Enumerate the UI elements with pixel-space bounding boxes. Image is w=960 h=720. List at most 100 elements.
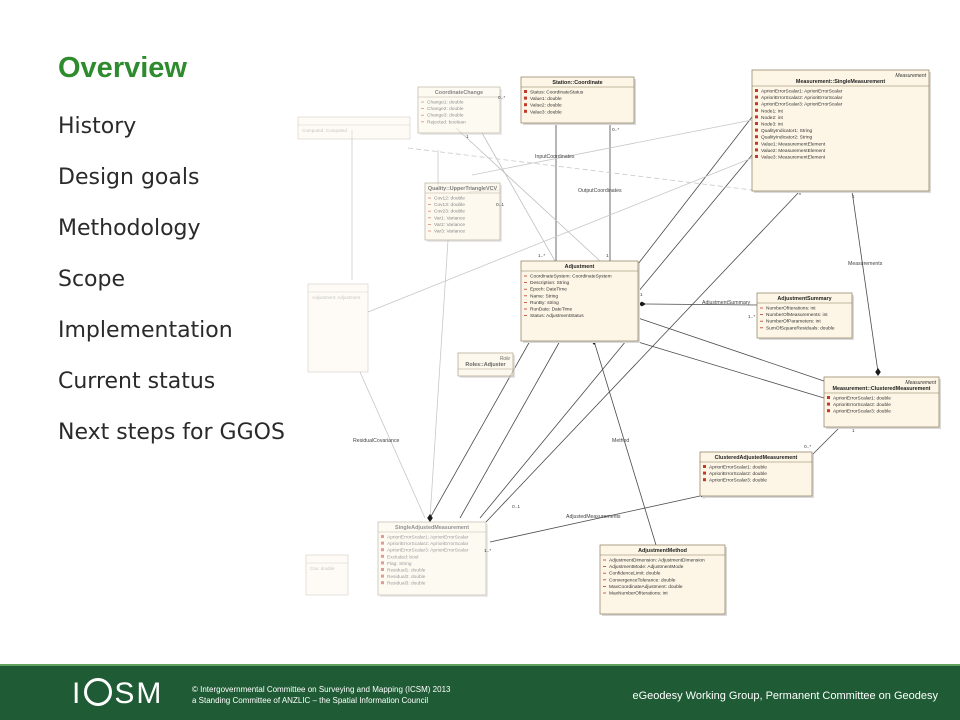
association-label: Measurements bbox=[848, 261, 883, 267]
class-title: AdjustmentMethod bbox=[638, 548, 687, 554]
attr-marker bbox=[381, 535, 384, 538]
association-label: AdjustmentSummary bbox=[702, 300, 751, 306]
attr-marker bbox=[755, 122, 758, 125]
multiplicity-label: 1 bbox=[640, 292, 643, 298]
class-attribute: Cov23: double bbox=[434, 209, 465, 215]
class-attribute: AprioriErrorScalar3: AprioriErrorScalar bbox=[387, 548, 469, 554]
bullet-list: History Design goals Methodology Scope I… bbox=[58, 108, 285, 465]
class-attribute: AprioriErrorScalar1: AprioriErrorScalar bbox=[387, 535, 469, 541]
association-label: Method bbox=[612, 438, 629, 444]
class-stereotype: Role bbox=[500, 356, 511, 362]
attr-marker bbox=[755, 141, 758, 145]
class-attribute: Residual2: double bbox=[387, 574, 426, 580]
slide-title: Overview bbox=[58, 52, 187, 84]
class-attribute: AprioriErrorScalar1: AprioriErrorScalar bbox=[761, 89, 843, 95]
class-title: CoordinateChange bbox=[435, 90, 483, 96]
bullet-current-status: Current status bbox=[58, 369, 216, 394]
attr-marker bbox=[381, 554, 384, 558]
multiplicity-label: 1 bbox=[852, 194, 855, 200]
attr-marker bbox=[381, 568, 384, 571]
multiplicity-label: 1..* bbox=[748, 314, 755, 320]
class-title: Measurement::ClusteredMeasurement bbox=[833, 386, 931, 392]
class-title: SingleAdjustedMeasurement bbox=[395, 525, 469, 531]
attr-marker bbox=[524, 96, 527, 100]
multiplicity-label: 1 bbox=[606, 253, 609, 259]
class-attribute: SumOfSquareResiduals: double bbox=[766, 325, 835, 331]
attr-marker bbox=[755, 95, 758, 99]
class-title: Roles::Adjuster bbox=[465, 362, 506, 368]
attr-marker bbox=[703, 478, 706, 482]
copyright-line-1: © Intergovernmental Committee on Surveyi… bbox=[192, 685, 451, 694]
class-attribute: Node1: int bbox=[761, 108, 784, 114]
class-attribute: Var3: Variance bbox=[434, 229, 465, 235]
class-title: Measurement::SingleMeasurement bbox=[796, 79, 885, 85]
class-attribute: Change2: double bbox=[427, 106, 464, 112]
faded-class: Adjustment: Adjustment bbox=[307, 283, 369, 373]
class-title: AdjustmentSummary bbox=[777, 296, 831, 302]
attr-marker bbox=[755, 135, 758, 139]
class-attribute: Change3: double bbox=[427, 113, 464, 119]
uml-class-measurement: MeasurementMeasurement::SingleMeasuremen… bbox=[751, 69, 931, 193]
class-attribute: MaxNumberOfIterations: int bbox=[609, 591, 668, 597]
class-attribute: ConfidenceLimit: double bbox=[609, 571, 661, 577]
class-attribute: Value1: MeasurementElement bbox=[761, 141, 826, 147]
class-attribute: Value3: double bbox=[530, 109, 562, 115]
class-attribute: Node2: int bbox=[761, 115, 784, 121]
class-attribute: Value2: MeasurementElement bbox=[761, 148, 826, 154]
class-attribute: Status: AdjustmentStatus bbox=[530, 313, 584, 319]
faded-class-attribute: Adjustment: Adjustment bbox=[312, 295, 361, 300]
class-attribute: Value1: double bbox=[530, 96, 562, 102]
faded-class: Cov: double bbox=[305, 554, 349, 596]
class-attribute: Value3: MeasurementElement bbox=[761, 155, 826, 161]
class-attribute: NumberOfIterations: int bbox=[766, 306, 816, 312]
aggregation-diamond-icon bbox=[875, 368, 881, 376]
faded-class-attribute: Computed: Computed bbox=[302, 128, 347, 133]
class-attribute: AprioriErrorScalar2: double bbox=[833, 402, 891, 408]
multiplicity-label: 0..* bbox=[612, 127, 619, 133]
bullet-next-steps: Next steps for GGOS bbox=[58, 420, 285, 445]
uml-class-station: Station::CoordinateStatus: CoordinateSta… bbox=[520, 76, 636, 125]
bullet-design-goals: Design goals bbox=[58, 165, 200, 190]
attr-marker bbox=[827, 402, 830, 406]
class-attribute: AprioriErrorScalar2: double bbox=[709, 471, 767, 477]
class-attribute: Change1: double bbox=[427, 100, 464, 106]
class-attribute: Rejected: boolean bbox=[427, 119, 466, 125]
attr-marker bbox=[381, 574, 384, 578]
association-label: ResidualCovariance bbox=[353, 438, 400, 444]
attr-marker bbox=[703, 471, 706, 475]
multiplicity-label: 0..1 bbox=[496, 202, 504, 208]
multiplicity-label: 1..* bbox=[538, 253, 545, 259]
class-attribute: AdjustmentDimension: AdjustmentDimension bbox=[609, 558, 705, 564]
class-attribute: AprioriErrorScalar2: AprioriErrorScalar bbox=[387, 541, 469, 547]
attr-marker bbox=[524, 103, 527, 107]
class-stereotype: Measurement bbox=[895, 73, 926, 79]
class-attribute: NumberOfParameters: int bbox=[766, 319, 821, 325]
class-attribute: RunBy: string bbox=[530, 300, 559, 306]
class-attribute: NumberOfMeasurements: int bbox=[766, 312, 828, 318]
attr-marker bbox=[524, 90, 527, 93]
attr-marker bbox=[381, 561, 384, 565]
class-attribute: Residual3: double bbox=[387, 581, 426, 587]
multiplicity-label: 1 bbox=[852, 428, 855, 434]
attr-marker bbox=[755, 128, 758, 132]
class-attribute: Description: String bbox=[530, 280, 570, 286]
class-attribute: AprioriErrorScalar3: double bbox=[833, 409, 891, 415]
association-label: AdjustedMeasurements bbox=[566, 514, 621, 520]
class-attribute: Residual1: double bbox=[387, 568, 426, 574]
aggregation-diamond-icon bbox=[638, 301, 646, 307]
class-attribute: AprioriErrorScalar1: double bbox=[833, 396, 891, 402]
attr-marker bbox=[381, 581, 384, 585]
class-attribute: MaxCoordinateAdjustment: double bbox=[609, 584, 683, 590]
class-attribute: Node3: int bbox=[761, 122, 784, 128]
bullet-methodology: Methodology bbox=[58, 216, 201, 241]
attr-marker bbox=[827, 409, 830, 413]
association-lines bbox=[351, 116, 879, 546]
class-attribute: AdjustmentMode: AdjustmentMode bbox=[609, 564, 684, 570]
multiplicity-label: 0..* bbox=[804, 444, 811, 450]
class-stereotype: Measurement bbox=[905, 380, 936, 386]
